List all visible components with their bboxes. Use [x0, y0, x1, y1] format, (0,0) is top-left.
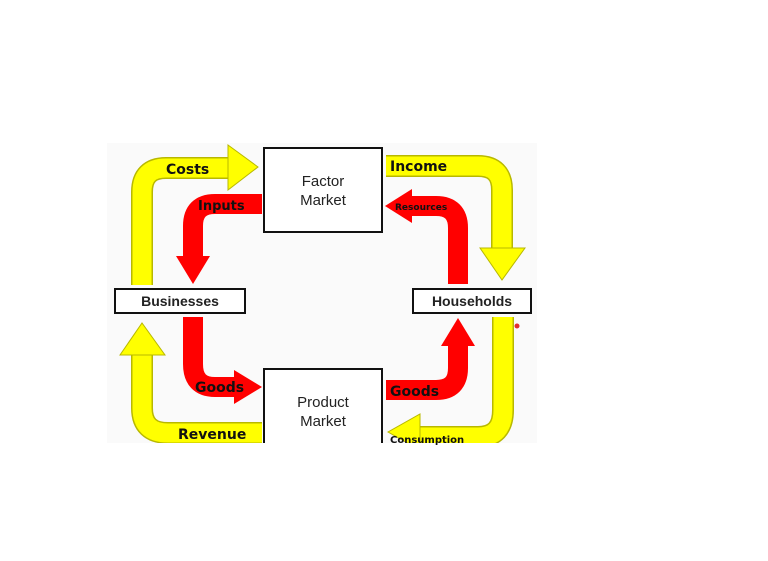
- consumption-arrow: [386, 317, 514, 451]
- goods-left-arrow: [183, 317, 262, 404]
- income-arrow: [386, 155, 526, 281]
- product-market-label-1: Product: [297, 394, 350, 411]
- inputs-label: Inputs: [198, 199, 245, 214]
- costs-arrow: [131, 144, 259, 285]
- goods-right-label: Goods: [390, 384, 439, 400]
- businesses-label: Businesses: [141, 293, 219, 309]
- households-node: Households: [412, 288, 532, 314]
- product-market-node: Product Market: [263, 368, 383, 450]
- resources-arrow: [385, 189, 468, 284]
- resources-label: Resources: [395, 203, 447, 213]
- inputs-arrow: [176, 194, 262, 284]
- goods-right-arrow: [386, 318, 475, 400]
- factor-market-label-2: Market: [300, 192, 347, 209]
- revenue-label: Revenue: [178, 427, 246, 443]
- consumption-label: Consumption: [390, 435, 464, 446]
- factor-market-label-1: Factor: [302, 173, 345, 190]
- households-label: Households: [432, 293, 512, 309]
- factor-market-node: Factor Market: [263, 147, 383, 233]
- goods-left-label: Goods: [195, 380, 244, 396]
- product-market-label-2: Market: [300, 413, 347, 430]
- income-label: Income: [390, 159, 447, 175]
- revenue-arrow: [119, 322, 262, 444]
- businesses-node: Businesses: [114, 288, 246, 314]
- pointer-dot: [514, 323, 520, 329]
- costs-label: Costs: [166, 162, 209, 178]
